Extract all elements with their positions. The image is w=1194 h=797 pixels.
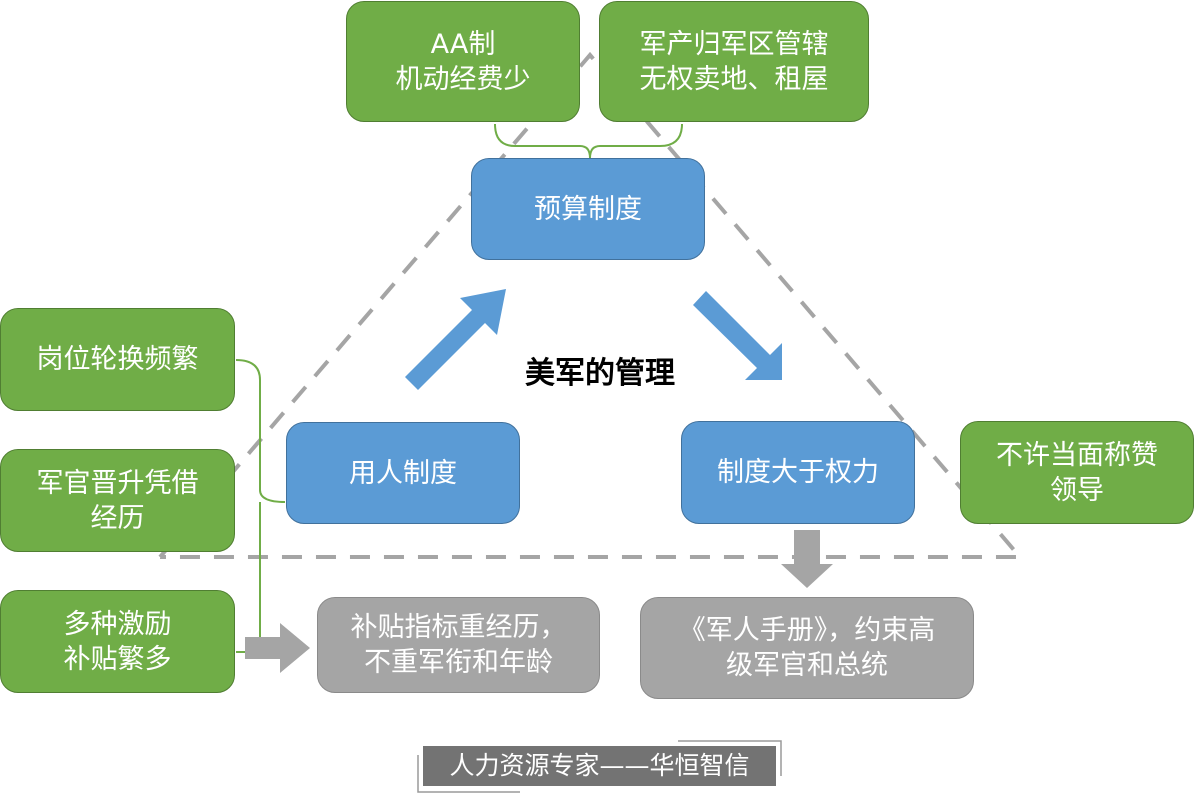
footer-bracket-left (417, 755, 520, 793)
diagram-title: 美军的管理 (525, 356, 675, 391)
personnel-brace (235, 359, 286, 640)
outcome-box-handbook: 《军人手册》，约束高 级军官和总统 (640, 597, 974, 699)
core-box-budget-system: 预算制度 (471, 158, 705, 260)
arrow-budget-to-rules (693, 291, 782, 380)
core-box-personnel-system: 用人制度 (286, 422, 520, 524)
arrow-incentives-to-subsidy (245, 623, 310, 673)
detail-box-incentives: 多种激励 补贴繁多 (0, 590, 235, 693)
detail-box-promotion-by-experience: 军官晋升凭借 经历 (0, 449, 235, 552)
detail-box-military-property: 军产归军区管辖 无权卖地、租屋 (599, 1, 869, 122)
dashed-triangle-frame (158, 51, 1025, 559)
detail-box-no-praising-leaders: 不许当面称赞 领导 (960, 421, 1194, 524)
footer-banner: 人力资源专家——华恒智信 (423, 746, 776, 786)
detail-box-job-rotation: 岗位轮换频繁 (0, 308, 235, 411)
footer-bracket-right (678, 740, 782, 776)
core-box-rules-over-power: 制度大于权力 (681, 421, 915, 524)
arrow-rules-to-handbook (781, 530, 833, 588)
arrow-personnel-to-budget (405, 289, 506, 390)
detail-box-aa-system: AA制 机动经费少 (346, 1, 580, 122)
outcome-box-subsidy: 补贴指标重经历， 不重军衔和年龄 (317, 597, 600, 693)
